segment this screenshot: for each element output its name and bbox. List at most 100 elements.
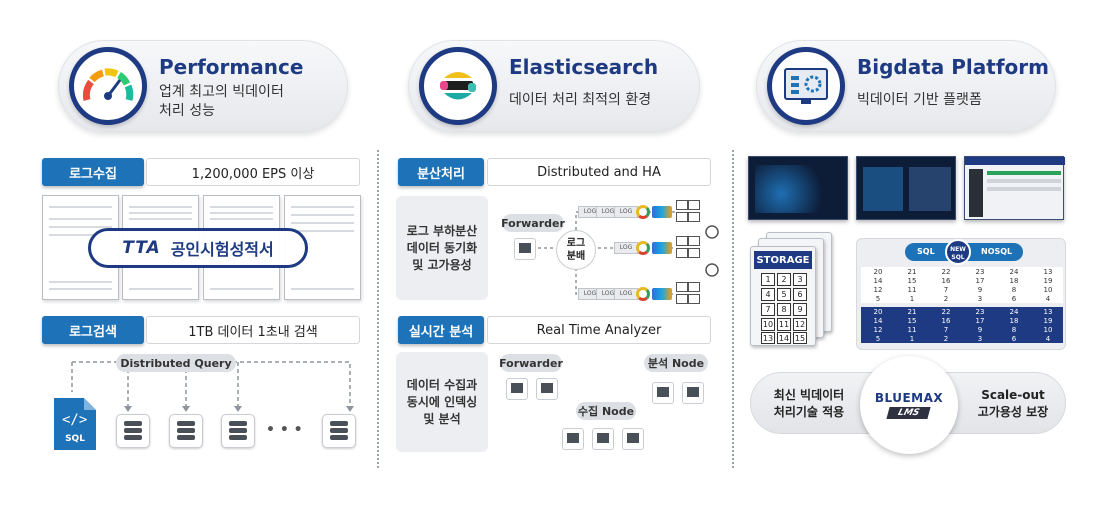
database-node-2 [169,414,203,448]
node-cell [688,200,700,210]
node-cell [688,236,700,246]
column-divider-2 [732,150,734,468]
log-distribution-node: 로그 분배 [556,230,596,270]
left-summary: 최신 빅데이터 처리기술 적용 [759,387,859,421]
database-icon [124,421,142,441]
indexing-line1: 데이터 수집과 [406,377,478,392]
table-cell: 18 [1009,277,1019,285]
distributed-value: Distributed and HA [487,158,711,186]
table-cell: 6 [1011,335,1017,343]
table-cell: 16 [941,277,951,285]
processing-bar-icon [652,206,672,218]
table-cell: 20 [873,268,883,276]
table-cell: 8 [1011,326,1017,334]
platform-icon [767,47,845,125]
indexing-desc: 데이터 수집과 동시에 인덱싱 및 분석 [396,352,488,452]
indexing-line3: 및 분석 [423,411,461,426]
forwarder-label: Forwarder [501,214,565,232]
table-cell: 12 [873,286,883,294]
tag-realtime-analysis: 실시간 분석 [398,316,484,344]
table-cell: 22 [941,308,951,316]
table-cell: 21 [907,268,917,276]
log-chip: LOG [614,288,638,300]
database-node-1 [116,414,150,448]
storage-cell: 12 [793,318,807,331]
performance-header: Performance 업계 최고의 빅데이터 처리 성능 [58,40,348,132]
storage-cell: 3 [793,273,807,286]
table-cell: 4 [1045,295,1051,303]
forwarder-server-icon [536,378,558,400]
log-search-value: 1TB 데이터 1초내 검색 [146,316,360,344]
table-cell: 11 [907,286,917,294]
table-cell: 23 [975,308,985,316]
indexing-line2: 동시에 인덱싱 [406,394,478,409]
performance-sub-line2: 처리 성능 [159,103,215,119]
table-cell: 14 [873,277,883,285]
svg-text:</>: </> [62,412,87,428]
node-cell [676,294,688,304]
table-cell: 15 [907,277,917,285]
table-cell: 19 [1043,317,1053,325]
node-cell [688,212,700,222]
table-cell: 5 [875,335,881,343]
database-node-4 [322,414,356,448]
table-cell: 12 [873,326,883,334]
storage-cell: 11 [777,318,791,331]
collect-node-icon [592,428,614,450]
lms-text: LMS [886,407,932,419]
table-cell: 18 [1009,317,1019,325]
table-cell: 1 [909,335,915,343]
log-collect-value: 1,200,000 EPS 이상 [146,158,360,186]
analysis-node-icon [652,382,674,404]
tta-certificate-badge: TTA 공인시험성적서 [88,228,308,268]
distributed-query-label: Distributed Query [116,354,236,372]
right-summary-line1: Scale-out [981,388,1045,402]
table-cell: 1 [909,295,915,303]
gauge-mini-icon [636,241,650,255]
table-cell: 7 [943,286,949,294]
storage-unit: STORAGE 1 2 3 4 5 6 7 8 9 10 11 12 13 14… [750,246,816,346]
storage-cell: 9 [793,303,807,316]
load-balancing-line3: 및 고가용성 [412,257,472,272]
table-cell: 17 [975,277,985,285]
more-nodes-ellipsis: • • • [266,422,303,438]
left-summary-line2: 처리기술 적용 [773,405,845,419]
storage-cell: 15 [793,332,807,344]
table-cell: 23 [975,268,985,276]
analysis-node-label: 분석 Node [644,354,708,372]
realtime-analysis-value: Real Time Analyzer [487,316,711,344]
table-cell: 20 [873,308,883,316]
storage-cell: 6 [793,288,807,301]
table-cell: 3 [977,295,983,303]
forwarder2-label: Forwarder [499,354,563,372]
forwarder-server-icon [514,238,536,260]
table-cell: 19 [1043,277,1053,285]
analysis-node-icon [682,382,704,404]
dashboard-screenshot-3 [964,156,1065,220]
tag-distributed: 분산처리 [398,158,484,186]
processing-bar-icon [652,242,672,254]
table-cell: 13 [1043,308,1053,316]
elasticsearch-title: Elasticsearch [509,55,659,79]
storage-cell: 1 [761,273,775,286]
collect-node-label: 수집 Node [576,402,636,420]
dashboard-screenshot-1 [748,156,848,220]
table-cell: 9 [977,326,983,334]
newsql-badge: NEW SQL [945,239,971,265]
table-cell: 4 [1045,335,1051,343]
collect-node-icon [622,428,644,450]
log-dist-line2: 분배 [566,251,586,262]
bluemax-text: BLUEMAX [874,391,944,405]
table-cell: 2 [943,295,949,303]
database-icon [177,421,195,441]
storage-cell: 4 [761,288,775,301]
table-cell: 8 [1011,286,1017,294]
table-cell: 5 [875,295,881,303]
sql-table-panel: SQL NEW SQL NOSQL 20 21 22 23 24 13 14 1… [856,238,1066,350]
performance-sub-line1: 업계 최고의 빅데이터 [159,84,284,100]
tta-certificate-text: 공인시험성적서 [170,240,274,259]
log-dist-line1: 로그 [566,238,586,249]
node-cell [688,282,700,292]
nosql-label: NOSQL [981,247,1013,256]
log-chip: LOG [614,206,638,218]
